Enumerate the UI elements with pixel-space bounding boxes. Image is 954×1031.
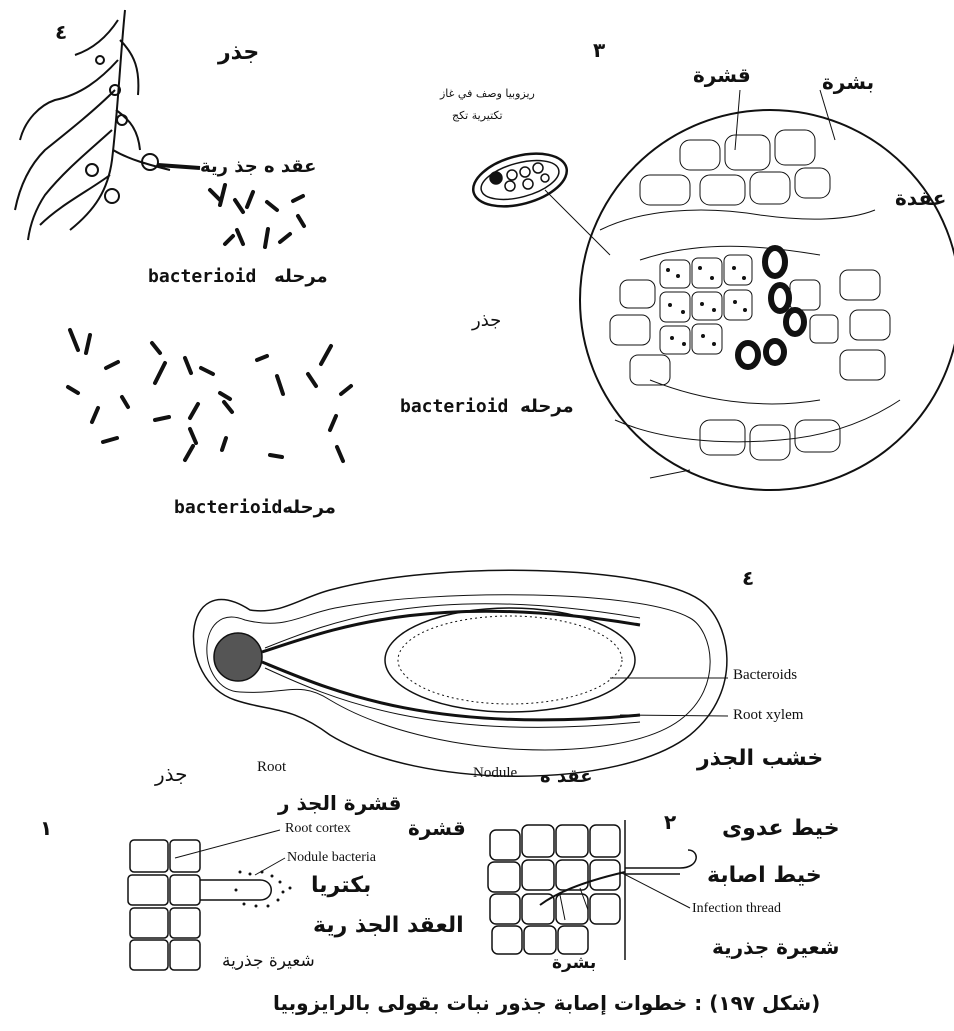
stage-term: bacterioid xyxy=(174,497,282,518)
stage-term: bacterioid xyxy=(400,396,508,417)
infection-thread-drawing-stage2 xyxy=(488,820,696,960)
infection-thread-label-en: Infection thread xyxy=(692,902,781,916)
nodule-section-drawing xyxy=(193,570,728,776)
stage-label-top-left: bacterioid مرحله xyxy=(148,268,328,286)
cortex-label-bottom: قشرة xyxy=(408,818,466,838)
infection-strand-label-ar: خيط عدوى xyxy=(722,818,840,840)
bacteroid-cluster-small xyxy=(210,185,304,247)
root-label-top-left: جذر xyxy=(218,42,259,64)
root-hair-label-left: شعيرة جذرية xyxy=(222,953,315,970)
root-cortex-label-en: Root cortex xyxy=(285,822,351,836)
magnified-nodule-section xyxy=(580,90,954,490)
infection-thread-label-ar: خيط اصابة xyxy=(707,865,822,887)
bacteroids-label: Bacteroids xyxy=(733,668,797,683)
root-nodules-label: عقد ه جذ رية xyxy=(200,158,316,176)
epidermis-label-top: بشرة xyxy=(822,72,874,92)
figure-caption: (شكل ١٩٧) : خطوات إصابة جذور نبات بقولى … xyxy=(273,993,820,1013)
panel-number-top-left: ٤ xyxy=(55,22,67,42)
panel-number-middle: ٤ xyxy=(742,568,754,588)
root-label-en: Root xyxy=(257,760,286,775)
root-label-ar: جذر xyxy=(155,764,188,784)
cortex-label-top: قشرة xyxy=(693,65,751,85)
root-cortex-label-ar: قشرة الجذ ر xyxy=(278,793,401,813)
stage-label-top-right: bacterioid مرحله xyxy=(400,398,574,416)
epidermis-label-bottom: بشرة xyxy=(552,955,596,972)
panel-number-bottom-left: ١ xyxy=(40,818,52,838)
stage-word: مرحله xyxy=(520,396,574,417)
bacteria-label-ar: بكتريا xyxy=(311,875,371,897)
stage-term: bacterioid xyxy=(148,266,256,287)
xylem-label-ar: خشب الجذر xyxy=(697,748,823,770)
root-xylem-label: Root xylem xyxy=(733,708,803,723)
root-hair-label-right: شعيرة جذرية xyxy=(712,937,839,957)
root-cortex-drawing-stage1 xyxy=(128,830,292,970)
stage-word: مرحله xyxy=(274,266,328,287)
root-nodules-label-ar: العقد الجذ رية xyxy=(313,915,464,937)
root-label-top-right: جذر xyxy=(472,312,501,330)
small-root-section xyxy=(467,144,610,255)
nodule-label-ar: عقد ه xyxy=(540,768,593,786)
small-note-line2: تكتيرية تكج xyxy=(452,110,503,121)
root-system-drawing xyxy=(15,10,200,240)
bacteroid-cluster-large xyxy=(68,330,351,461)
nodule-bacteria-label-en: Nodule bacteria xyxy=(287,851,376,865)
stage-word: مرحله xyxy=(282,497,336,518)
nodule-label-en: Nodule xyxy=(473,766,517,781)
panel-number-top-right: ٣ xyxy=(593,40,605,60)
stage-label-bottom-left: bacterioidمرحله xyxy=(174,499,336,517)
nodule-label-top: عقدة xyxy=(895,188,946,208)
small-note-line1: ريزوبيا وصف في غاز xyxy=(440,88,535,99)
panel-number-bottom-right: ٢ xyxy=(664,812,676,832)
